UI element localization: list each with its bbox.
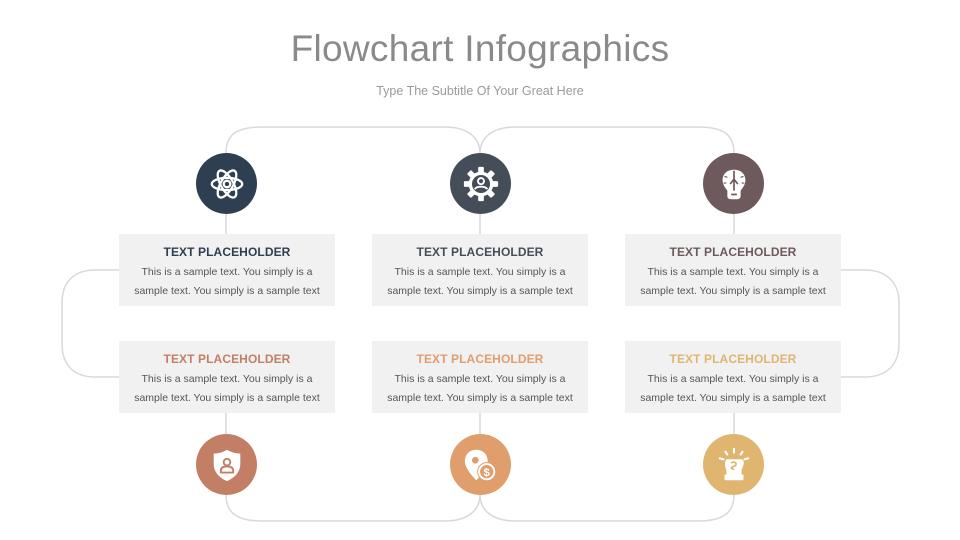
step-card-5: TEXT PLACEHOLDER This is a sample text. … (372, 341, 588, 413)
step-text-line: This is a sample text. You simply is a (394, 266, 566, 278)
step-card-3: TEXT PLACEHOLDER This is a sample text. … (625, 234, 841, 306)
step-text-line: This is a sample text. You simply is a (647, 266, 819, 278)
page-title: Flowchart Infographics (290, 28, 670, 69)
brain-bulb-icon-badge (703, 153, 764, 214)
step-title: TEXT PLACEHOLDER (669, 245, 797, 259)
shield-user-icon-badge (196, 434, 257, 495)
atom-icon-badge (196, 153, 257, 214)
step-text-line: This is a sample text. You simply is a (647, 373, 819, 385)
gear-user-icon (463, 166, 498, 201)
step-card-2: TEXT PLACEHOLDER This is a sample text. … (372, 234, 588, 306)
step-text-line: This is a sample text. You simply is a (141, 266, 313, 278)
step-text-line: sample text. You simply is a sample text (640, 392, 826, 404)
atom-icon (210, 168, 243, 199)
gear-user-icon-badge (450, 153, 511, 214)
step-text-line: sample text. You simply is a sample text (640, 285, 826, 297)
page-subtitle: Type The Subtitle Of Your Great Here (376, 84, 584, 98)
step-card-4: TEXT PLACEHOLDER This is a sample text. … (119, 341, 335, 413)
step-title: TEXT PLACEHOLDER (163, 245, 291, 259)
fist-idea-icon-badge (703, 434, 764, 495)
step-title: TEXT PLACEHOLDER (416, 352, 544, 366)
step-card-6: TEXT PLACEHOLDER This is a sample text. … (625, 341, 841, 413)
step-title: TEXT PLACEHOLDER (416, 245, 544, 259)
step-text-line: sample text. You simply is a sample text (387, 392, 573, 404)
location-dollar-icon-badge: $ (450, 434, 511, 495)
brain-bulb-icon (722, 169, 745, 199)
location-dollar-icon: $ (464, 449, 496, 481)
step-text-line: This is a sample text. You simply is a (141, 373, 313, 385)
step-text-line: sample text. You simply is a sample text (387, 285, 573, 297)
shield-user-icon (213, 449, 240, 481)
step-title: TEXT PLACEHOLDER (163, 352, 291, 366)
svg-text:$: $ (483, 466, 490, 478)
step-card-1: TEXT PLACEHOLDER This is a sample text. … (119, 234, 335, 306)
step-text-line: This is a sample text. You simply is a (394, 373, 566, 385)
step-title: TEXT PLACEHOLDER (669, 352, 797, 366)
step-text-line: sample text. You simply is a sample text (134, 285, 320, 297)
fist-idea-icon (718, 447, 749, 480)
step-text-line: sample text. You simply is a sample text (134, 392, 320, 404)
